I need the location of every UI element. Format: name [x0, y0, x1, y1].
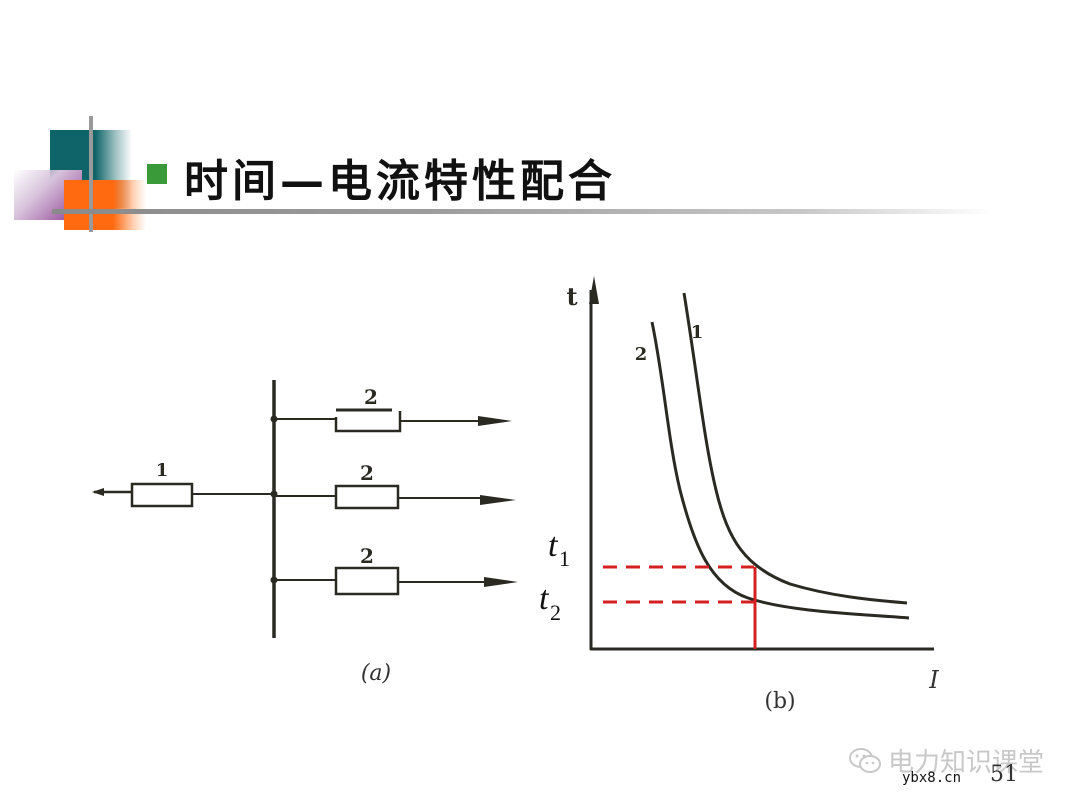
diagram-b-caption: (b): [764, 689, 795, 714]
watermark-site: ybx8.cn: [902, 770, 962, 786]
arrow-right-icon: [478, 416, 512, 426]
arrow-left-icon: [92, 488, 104, 496]
diagram-a-fuse-network: [92, 380, 518, 638]
fuse-2c: [334, 566, 400, 596]
x-axis-label: I: [928, 666, 939, 694]
fuse-2c-label: 2: [360, 544, 374, 568]
title-bullet-icon: [147, 164, 167, 184]
fuse-2b: [334, 484, 400, 510]
t2-subscript: 2: [550, 600, 561, 625]
arrow-right-icon: [484, 577, 518, 587]
title-underline: [52, 209, 992, 214]
header-decoration-vertical-line: [89, 116, 93, 232]
curve-2: [650, 321, 910, 620]
fuse-1: [130, 482, 194, 508]
diagram-b-tc-curves: [589, 276, 934, 651]
slide-title: 时间—电流特性配合: [184, 156, 616, 207]
wechat-icon: [849, 747, 881, 773]
header-decoration-orange: [64, 180, 146, 230]
t1-subscript: 1: [559, 546, 570, 571]
page-number: 51: [990, 762, 1018, 787]
arrow-right-icon: [480, 495, 516, 505]
diagram-a-caption: (a): [361, 661, 391, 686]
y-axis-label: t: [566, 282, 577, 311]
fuse-1-label: 1: [156, 460, 169, 481]
fuse-2a-label: 2: [364, 385, 378, 409]
t1-label: t: [548, 527, 559, 564]
curve-1-label: 1: [691, 322, 704, 343]
fuse-2a: [334, 411, 402, 433]
t2-label: t: [539, 580, 550, 617]
y-axis-arrow-icon: [589, 276, 599, 304]
fuse-2b-label: 2: [360, 461, 374, 485]
curve-1: [682, 292, 908, 605]
watermark-brand: 电力知识课堂: [888, 748, 1045, 778]
curve-2-label: 2: [635, 344, 648, 365]
watermark: 电力知识课堂: [848, 742, 1044, 779]
